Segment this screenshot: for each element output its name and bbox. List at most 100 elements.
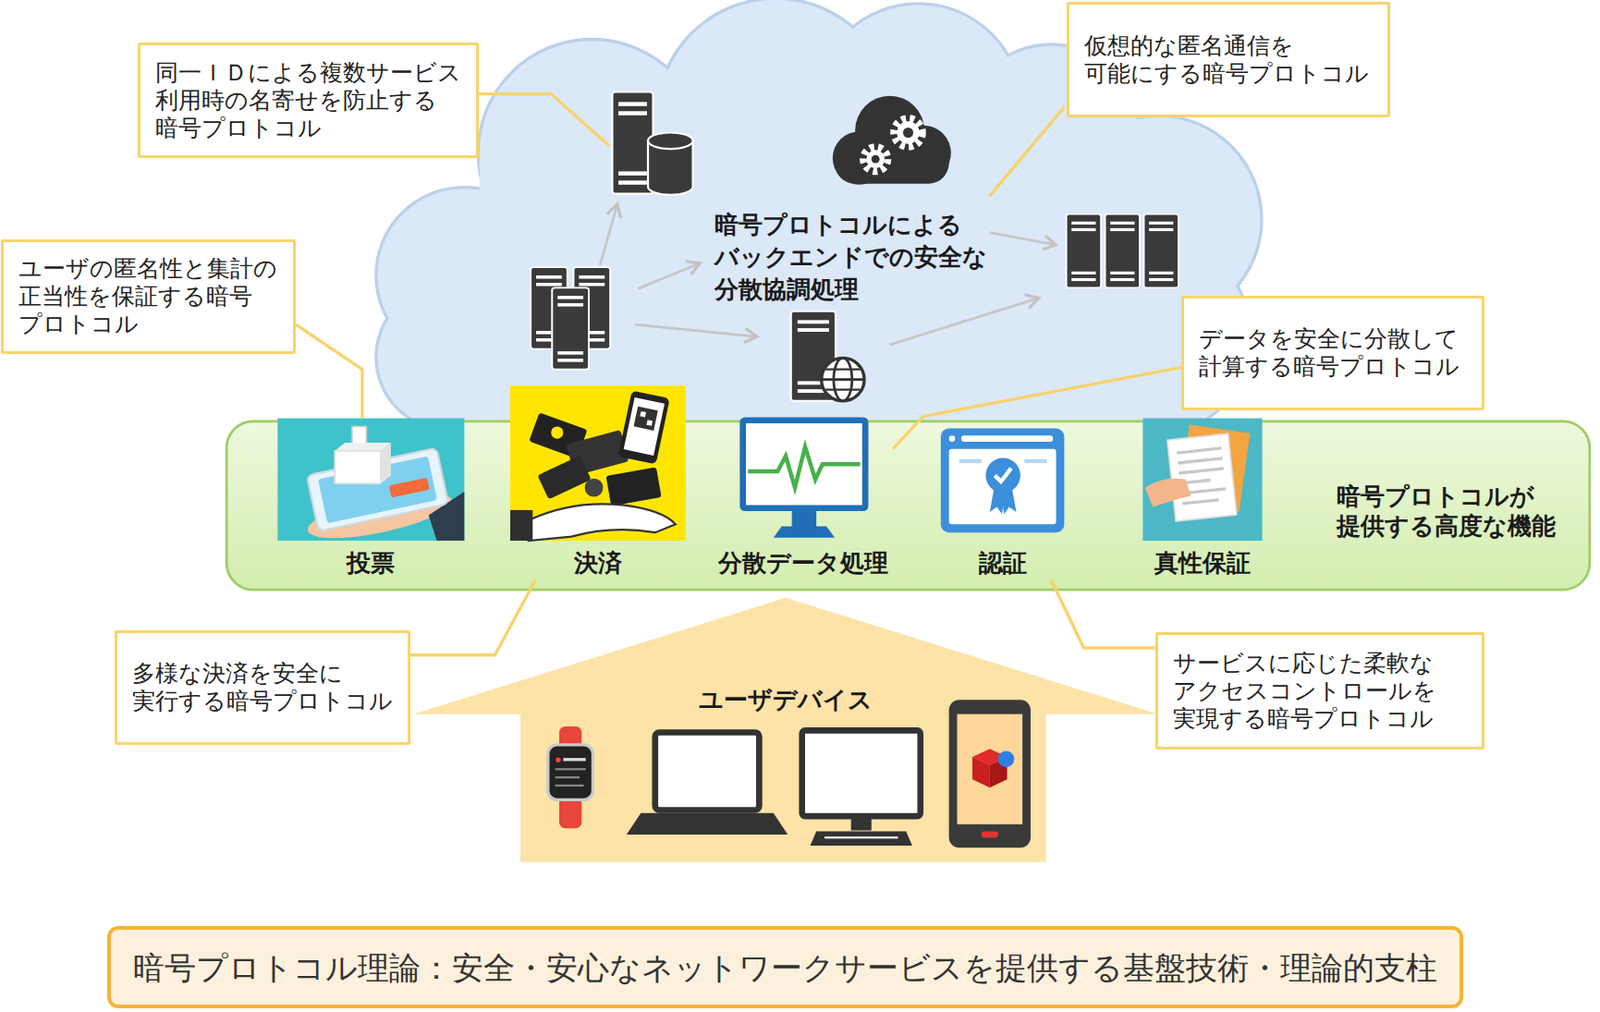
server-icons [1066,214,1102,288]
smartwatch-icon [555,784,585,787]
smartwatch-icon [548,726,594,829]
flow-arrow [599,204,618,266]
leader-line [892,366,1182,449]
leader-line [1050,579,1156,648]
smartphone-icon [972,757,990,788]
smartwatch-icon [555,776,580,779]
band-label: 暗号プロトコルが 提供する高度な機能 [1336,481,1556,541]
laptop-icon [626,813,788,835]
server-icons [825,367,861,370]
gear-cloud-icon [866,149,885,169]
device-house: ユーザデバイス [413,597,1159,863]
payment-icon [618,390,671,465]
feature-label: 分散データ処理 [718,549,889,577]
payment-icon [606,466,662,506]
smartwatch-icon [548,745,594,801]
callout-text: 同一ＩＤによる複数サービス 利用時の名寄せを防止する 暗号プロトコル [155,59,462,143]
payment-icon [634,406,659,431]
desktop-icon [802,730,921,846]
cloud-label: 暗号プロトコルによる バックエンドでの安全な 分散協調処理 [714,208,988,306]
smartphone-icon [998,750,1015,768]
vote-icon [277,418,465,549]
callout-text: データを安全に分散して 計算する暗号プロトコル [1198,325,1460,381]
server-icons [551,287,589,369]
feature-item: 分散データ処理 [714,418,893,580]
server-icons [647,132,694,149]
gear-cloud-icon [834,143,950,184]
payment-icon [646,419,653,427]
certificate-icon [940,428,1065,534]
payment-icon [618,390,671,465]
footer-box: 暗号プロトコル理論：安全・安心なネットワークサービスを提供する基盤技術・理論的支… [107,926,1464,1008]
document-icon [1142,418,1262,541]
payment-icon [510,385,686,541]
certificate-icon [940,428,1065,534]
callout-text: 仮想的な匿名通信を 可能にする暗号プロトコル [1084,32,1369,88]
certificate-icon [949,449,1057,526]
payment-icon [537,455,591,500]
feature-label: 投票 [346,549,395,577]
smartphone-icon [949,699,1031,848]
smartwatch-icon [562,757,586,761]
cloud-region: 暗号プロトコルによる バックエンドでの安全な 分散協調処理 [362,0,1260,421]
leader-line [989,107,1065,196]
flow-arrow [890,297,1039,345]
certificate-icon [949,435,956,442]
payment-icon [623,397,665,456]
monitor-icon [743,420,866,509]
callout-text: 多様な決済を安全に 実行する暗号プロトコル [132,659,393,716]
desktop-icon [824,836,898,839]
desktop-icon [802,730,921,817]
monitor-icon [773,526,835,538]
feature-label: 決済 [574,549,623,577]
gear-cloud-icon [871,155,880,164]
callout-box: 同一ＩＤによる複数サービス 利用時の名寄せを防止する 暗号プロトコル [137,42,479,159]
callout-box: データを安全に分散して 計算する暗号プロトコル [1181,295,1485,411]
footer-text: 暗号プロトコル理論：安全・安心なネットワークサービスを提供する基盤技術・理論的支… [133,949,1438,987]
desktop-icon [851,818,872,831]
feature-band: 暗号プロトコルが 提供する高度な機能投票決済分散データ処理認証真性保証 [226,421,1590,590]
vote-icon [334,451,381,484]
certificate-icon [1024,459,1047,464]
payment-icon [528,503,676,541]
monitor-icon [792,511,817,528]
document-icon [1177,456,1223,465]
gear-cloud-icon [893,118,923,147]
certificate-icon [1001,489,1017,514]
server-icons [530,91,1179,401]
laptop-icon [655,732,760,811]
monitor-icon [747,446,860,488]
document-icon [1145,478,1192,508]
payment-icon [639,411,647,418]
server-icons [1105,214,1141,288]
feature-label: 認証 [978,549,1027,577]
feature-item: 決済 [510,385,686,580]
flow-arrow [635,324,758,337]
gear-cloud-icon [832,96,952,185]
server-icons [825,389,861,391]
smartphone-icon [981,831,999,839]
payment-icon [550,426,563,439]
vote-icon [389,477,430,499]
smartwatch-icon [555,768,587,770]
document-icon [1182,498,1220,505]
flow-arrow [989,232,1057,245]
callout-box: サービスに応じた柔軟な アクセスコントロールを 実現する暗号プロトコル [1155,632,1486,750]
vote-icon [306,448,449,532]
leader-line [478,94,610,147]
device-house-shape [413,598,1159,863]
certificate-icon [985,458,1021,494]
smartphone-icon [956,714,1023,825]
laptop-icon [626,732,788,835]
callout-text: サービスに応じた柔軟な アクセスコントロールを 実現する暗号プロトコル [1172,649,1437,733]
feature-item: 認証 [940,428,1065,580]
vote-icon [380,442,391,484]
leader-line [410,579,537,656]
payment-icon [510,510,533,541]
payment-icon [585,478,604,498]
flow-arrow [637,263,700,290]
payment-icon [510,385,686,541]
gear-cloud-icon [863,146,888,171]
callout-box: ユーザの匿名性と集計の 正当性を保証する暗号 プロトコル [0,239,296,355]
